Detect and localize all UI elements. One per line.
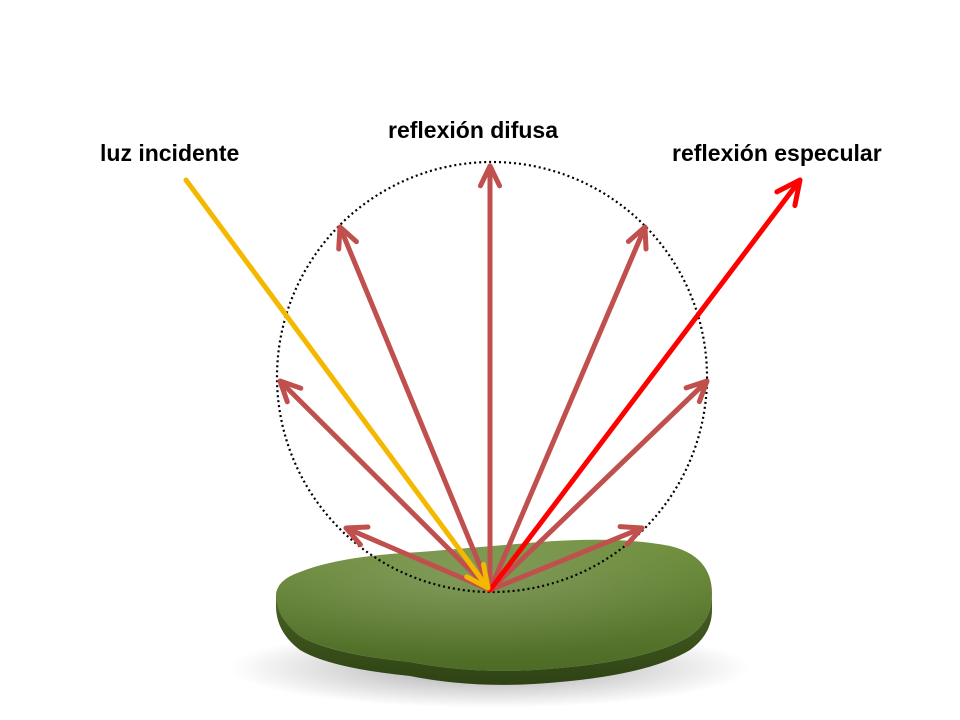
incident-arrow-line — [183, 177, 491, 591]
diffuse-arrow-3 — [336, 224, 493, 593]
diffuse-arrow-2 — [277, 378, 493, 593]
diffuse-reflection-label: reflexión difusa — [388, 117, 558, 143]
incident-light-label: luz incidente — [100, 140, 240, 166]
specular-arrow — [487, 177, 803, 593]
specular-arrow-line — [487, 177, 803, 593]
incident-arrow — [183, 177, 491, 591]
diffuse-arrows — [277, 163, 710, 593]
diffuse-arrow-6 — [487, 378, 710, 593]
diffuse-arrow-7 — [487, 524, 645, 593]
specular-reflection-label: reflexión especular — [672, 140, 882, 166]
diffuse-arrow-4 — [477, 163, 503, 593]
diffuse-arrow-1 — [343, 524, 493, 593]
surface-shine — [276, 539, 712, 671]
diffuse-arrow-5 — [487, 224, 649, 593]
surface-side — [276, 590, 712, 685]
dotted-circle-icon — [275, 160, 709, 594]
